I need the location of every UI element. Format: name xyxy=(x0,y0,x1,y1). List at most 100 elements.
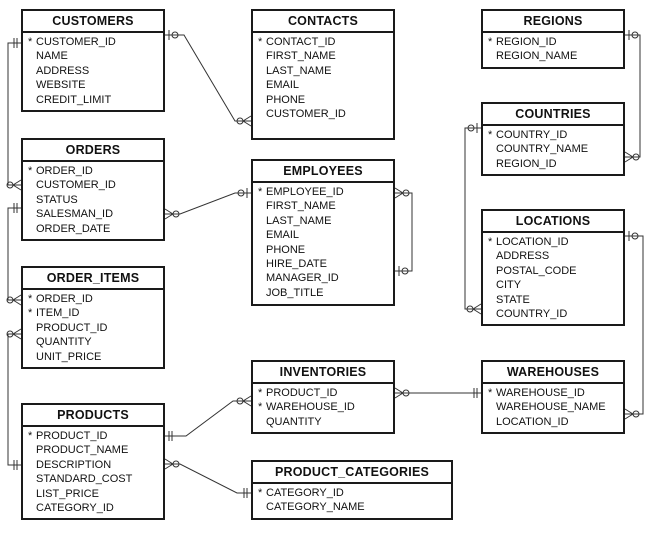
column-row: *ITEM_ID xyxy=(28,306,163,320)
column-name: CITY xyxy=(496,279,522,292)
column-name: STANDARD_COST xyxy=(36,473,133,486)
many-marker xyxy=(394,187,404,194)
column-name: COUNTRY_ID xyxy=(496,307,568,320)
column-row: COUNTRY_NAME xyxy=(488,142,623,156)
primary-key-marker: * xyxy=(28,293,33,305)
column-row: LAST_NAME xyxy=(258,64,393,78)
column-name: COUNTRY_ID xyxy=(496,129,568,141)
relationship-line xyxy=(7,207,21,301)
column-name: QUANTITY xyxy=(266,415,322,428)
column-name: ORDER_DATE xyxy=(36,222,111,235)
many-marker xyxy=(472,308,482,315)
relationship-line xyxy=(7,42,21,186)
many-marker xyxy=(394,392,404,399)
column-name: LAST_NAME xyxy=(266,64,332,77)
column-name: CATEGORY_ID xyxy=(266,487,344,499)
primary-key-marker: * xyxy=(488,236,493,248)
primary-key-marker: * xyxy=(258,36,263,48)
column-row: NAME xyxy=(28,49,163,63)
column-row: EMAIL xyxy=(258,228,393,242)
many-marker xyxy=(164,463,174,470)
primary-key-marker: * xyxy=(488,36,493,48)
column-row: LIST_PRICE xyxy=(28,487,163,501)
column-row: DESCRIPTION xyxy=(28,458,163,472)
column-name: QUANTITY xyxy=(36,336,92,349)
column-name: NAME xyxy=(36,50,68,63)
column-row: PRODUCT_NAME xyxy=(28,443,163,457)
column-name: UNIT_PRICE xyxy=(36,350,102,363)
column-row: *LOCATION_ID xyxy=(488,235,623,249)
column-name: SALESMAN_ID xyxy=(36,208,114,221)
column-name: STATUS xyxy=(36,193,78,206)
optional-marker xyxy=(467,124,475,132)
column-row: PHONE xyxy=(258,93,393,107)
optional-marker xyxy=(402,189,410,197)
column-row: PRODUCT_ID xyxy=(28,321,163,335)
many-marker xyxy=(472,303,482,310)
column-row: *WAREHOUSE_ID xyxy=(258,400,393,414)
optional-marker xyxy=(172,460,180,468)
column-name: PHONE xyxy=(266,93,306,106)
table-title: CONTACTS xyxy=(253,11,393,33)
optional-marker xyxy=(6,296,14,304)
column-row: HIRE_DATE xyxy=(258,257,393,271)
optional-marker xyxy=(402,389,410,397)
table-title: CUSTOMERS xyxy=(23,11,163,33)
relationship-line xyxy=(464,127,481,310)
column-name: COUNTRY_NAME xyxy=(496,143,589,156)
primary-key-marker: * xyxy=(258,401,263,414)
column-name: EMAIL xyxy=(266,229,300,242)
column-row: ORDER_DATE xyxy=(28,222,163,236)
column-row: *ORDER_ID xyxy=(28,164,163,178)
column-row: *EMPLOYEE_ID xyxy=(258,185,393,199)
column-row: LAST_NAME xyxy=(258,214,393,228)
column-row: *ORDER_ID xyxy=(28,292,163,306)
many-marker xyxy=(12,333,22,340)
primary-key-marker: * xyxy=(488,129,493,141)
column-row: WEBSITE xyxy=(28,78,163,92)
table-title: PRODUCT_CATEGORIES xyxy=(253,462,451,484)
column-row: EMAIL xyxy=(258,78,393,92)
column-row: REGION_ID xyxy=(488,157,623,171)
relationship-line xyxy=(625,34,641,158)
primary-key-marker: * xyxy=(258,487,263,499)
many-marker xyxy=(242,400,252,407)
table-title: COUNTRIES xyxy=(483,104,623,126)
many-marker xyxy=(242,120,252,127)
column-name: ITEM_ID xyxy=(36,307,80,320)
optional-marker xyxy=(236,117,244,125)
table-title: WAREHOUSES xyxy=(483,362,623,384)
column-row: LOCATION_ID xyxy=(488,415,623,429)
many-marker xyxy=(12,179,22,186)
column-row: ADDRESS xyxy=(488,249,623,263)
column-name: ORDER_ID xyxy=(36,293,93,305)
column-row: PHONE xyxy=(258,243,393,257)
many-marker xyxy=(12,299,22,306)
many-marker xyxy=(12,184,22,191)
primary-key-marker: * xyxy=(258,186,263,198)
column-row: *REGION_ID xyxy=(488,35,623,49)
many-marker xyxy=(624,413,634,420)
primary-key-marker: * xyxy=(28,36,33,48)
column-row: WAREHOUSE_NAME xyxy=(488,400,623,414)
table-title: ORDER_ITEMS xyxy=(23,268,163,290)
many-marker xyxy=(12,294,22,301)
column-name: ADDRESS xyxy=(496,250,550,263)
primary-key-marker: * xyxy=(28,430,33,442)
many-marker xyxy=(624,156,634,163)
column-name: REGION_NAME xyxy=(496,50,578,63)
column-name: CONTACT_ID xyxy=(266,36,336,48)
column-row: SALESMAN_ID xyxy=(28,207,163,221)
column-row: COUNTRY_ID xyxy=(488,307,623,321)
